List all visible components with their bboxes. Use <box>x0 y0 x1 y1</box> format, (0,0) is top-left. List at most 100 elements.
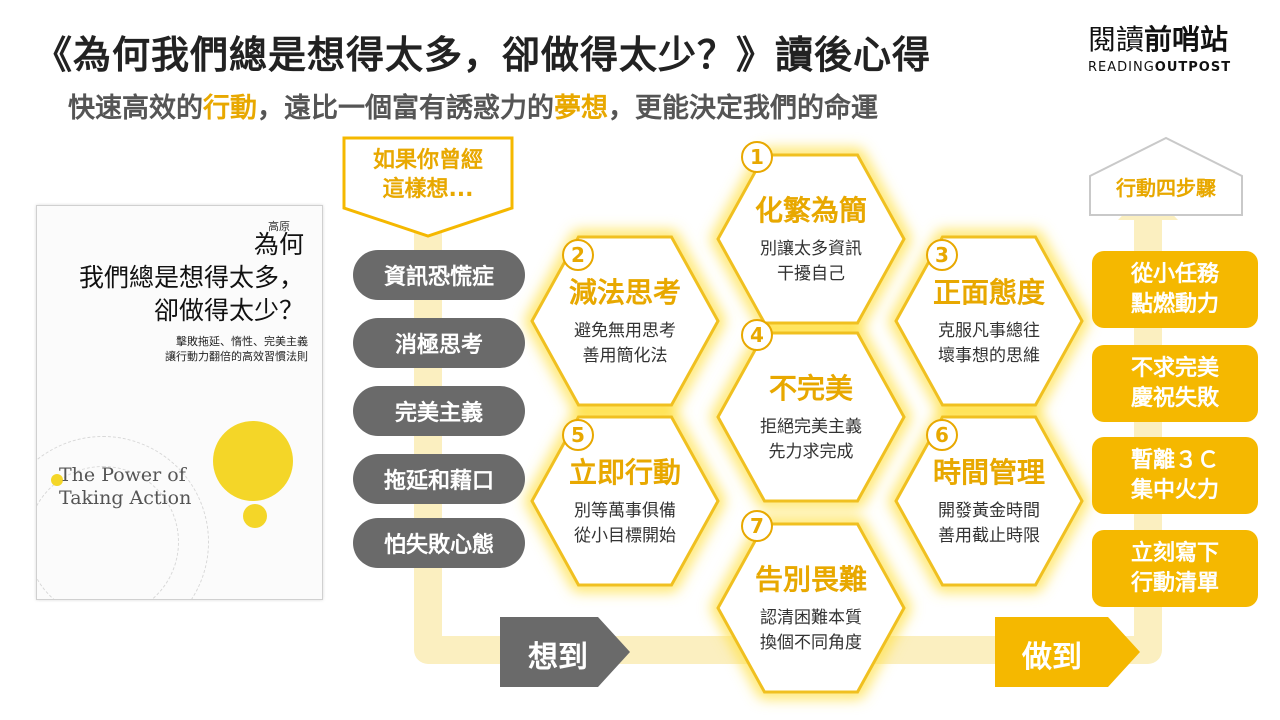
book-subtitle-line-1: 擊敗拖延、惰性、完美主義 <box>176 335 308 348</box>
logo-text-outpost: 前哨站 <box>1144 23 1229 56</box>
action-box-2: 不求完美慶祝失敗 <box>1092 345 1258 422</box>
left-callout-line-1: 如果你曾經 <box>372 148 483 173</box>
step-3-description: 克服凡事總往壞事想的思維 <box>899 319 1079 369</box>
left-callout-label: 如果你曾經 這樣想... <box>344 146 512 204</box>
cover-circle-small <box>243 504 267 528</box>
cover-ring-decoration-inner <box>37 466 179 599</box>
subtitle-part-3: ，遠比一個富有誘惑力的 <box>257 93 554 124</box>
step-3-label: 正面態度克服凡事總往壞事想的思維 <box>899 271 1079 369</box>
step-5-hexagon <box>530 415 720 587</box>
action-4-line-1: 立刻寫下 <box>1130 540 1219 566</box>
thought-pill-3: 完美主義 <box>353 386 525 436</box>
step-5-title: 立即行動 <box>568 456 681 489</box>
step-3-hexagon <box>894 235 1084 407</box>
book-cover: 高原 為何 我們總是想得太多， 卻做得太少？ 擊敗拖延、惰性、完美主義 讓行動力… <box>36 205 323 600</box>
step-7-title: 告別畏難 <box>754 563 867 596</box>
step-3-title: 正面態度 <box>932 276 1045 309</box>
thought-pill-2: 消極思考 <box>353 318 525 368</box>
logo-text-outpost-en: OUTPOST <box>1154 60 1232 75</box>
step-7-description-line-2: 換個不同角度 <box>760 633 862 653</box>
step-6-description-line-1: 開發黃金時間 <box>938 501 1040 521</box>
cover-dot-small <box>51 474 63 486</box>
left-callout-line-2: 這樣想... <box>382 177 474 202</box>
step-2-description: 避免無用思考善用簡化法 <box>535 319 715 369</box>
step-7-description: 認清困難本質換個不同角度 <box>721 606 901 656</box>
step-4-title: 不完美 <box>768 372 853 405</box>
action-box-4: 立刻寫下行動清單 <box>1092 530 1258 607</box>
book-english-line-1: The Power of <box>59 464 186 486</box>
step-1-description-line-1: 別讓太多資訊 <box>760 239 862 259</box>
book-english-line-2: Taking Action <box>59 487 192 509</box>
action-1-line-1: 從小任務 <box>1130 261 1219 287</box>
book-english-title: The Power of Taking Action <box>59 464 191 510</box>
logo-chinese: 閱讀前哨站 <box>1088 18 1263 58</box>
subtitle-highlight-action: 行動 <box>203 93 257 124</box>
page-subtitle: 快速高效的行動，遠比一個富有誘惑力的夢想，更能決定我們的命運 <box>68 86 878 125</box>
step-2-title: 減法思考 <box>568 276 681 309</box>
action-3-line-1: 暫離３Ｃ <box>1130 447 1219 473</box>
action-3-line-2: 集中火力 <box>1130 477 1219 503</box>
step-1-title: 化繁為簡 <box>754 194 867 227</box>
page-title: 《為何我們總是想得太多，卻做得太少？》讀後心得 <box>34 33 932 77</box>
think-arrow-shape <box>500 617 630 687</box>
step-4-label: 不完美拒絕完美主義先力求完成 <box>721 367 901 465</box>
step-6-hexagon <box>894 415 1084 587</box>
do-arrow-shape <box>995 617 1140 687</box>
subtitle-part-5: ，更能決定我們的命運 <box>608 93 878 124</box>
thought-pill-1: 資訊恐慌症 <box>353 250 525 300</box>
step-6-number-badge: 6 <box>926 419 958 451</box>
step-3-description-line-2: 壞事想的思維 <box>938 346 1040 366</box>
step-4-description-line-1: 拒絕完美主義 <box>760 417 862 437</box>
step-5-description-line-1: 別等萬事俱備 <box>574 501 676 521</box>
logo-text-reading: READING <box>1088 60 1155 75</box>
step-7-number-badge: 7 <box>741 510 773 542</box>
step-1-description-line-2: 干擾自己 <box>777 264 845 284</box>
logo-text-read: 閱讀 <box>1088 23 1145 56</box>
step-3-description-line-1: 克服凡事總往 <box>938 321 1040 341</box>
brand-logo: 閱讀前哨站 READINGOUTPOST <box>1088 18 1263 75</box>
right-callout-shape <box>1089 136 1243 216</box>
step-2-description-line-2: 善用簡化法 <box>582 346 668 366</box>
book-author: 高原 <box>268 220 290 233</box>
step-1-description: 別讓太多資訊干擾自己 <box>721 237 901 287</box>
step-2-number-badge: 2 <box>562 239 594 271</box>
step-4-description: 拒絕完美主義先力求完成 <box>721 415 901 465</box>
think-arrow-label: 想到 <box>528 640 588 675</box>
step-6-title: 時間管理 <box>932 456 1045 489</box>
book-title-line-2: 我們總是想得太多， <box>78 263 304 292</box>
action-2-line-1: 不求完美 <box>1130 355 1219 381</box>
action-box-3: 暫離３Ｃ 集中火力 <box>1092 437 1258 514</box>
step-2-label: 減法思考避免無用思考善用簡化法 <box>535 271 715 369</box>
logo-english: READINGOUTPOST <box>1088 60 1263 75</box>
subtitle-part-1: 快速高效的 <box>68 93 203 124</box>
step-7-label: 告別畏難認清困難本質換個不同角度 <box>721 558 901 656</box>
step-3-number-badge: 3 <box>926 239 958 271</box>
cover-circle-large <box>213 421 293 501</box>
step-6-label: 時間管理開發黃金時間善用截止時限 <box>899 451 1079 549</box>
step-1-label: 化繁為簡別讓太多資訊干擾自己 <box>721 189 901 287</box>
action-2-line-2: 慶祝失敗 <box>1130 385 1219 411</box>
do-arrow-label: 做到 <box>1022 640 1082 675</box>
book-title: 為何 我們總是想得太多， 卻做得太少？ <box>79 228 304 327</box>
step-4-number-badge: 4 <box>741 319 773 351</box>
right-callout-label: 行動四步驟 <box>1116 176 1216 200</box>
step-2-description-line-1: 避免無用思考 <box>574 321 676 341</box>
step-5-description-line-2: 從小目標開始 <box>574 526 676 546</box>
action-box-1: 從小任務點燃動力 <box>1092 251 1258 328</box>
step-2-hexagon <box>530 235 720 407</box>
step-7-description-line-1: 認清困難本質 <box>760 608 862 628</box>
action-1-line-2: 點燃動力 <box>1130 291 1219 317</box>
book-subtitle-line-2: 讓行動力翻倍的高效習慣法則 <box>165 350 308 363</box>
left-callout-shape <box>342 136 514 238</box>
book-subtitle: 擊敗拖延、惰性、完美主義 讓行動力翻倍的高效習慣法則 <box>165 334 308 364</box>
step-6-description: 開發黃金時間善用截止時限 <box>899 499 1079 549</box>
step-5-description: 別等萬事俱備從小目標開始 <box>535 499 715 549</box>
step-1-number-badge: 1 <box>741 141 773 173</box>
step-6-description-line-2: 善用截止時限 <box>938 526 1040 546</box>
subtitle-highlight-dream: 夢想 <box>554 93 608 124</box>
step-4-description-line-2: 先力求完成 <box>768 442 854 462</box>
step-5-number-badge: 5 <box>562 419 594 451</box>
action-4-line-2: 行動清單 <box>1130 570 1219 596</box>
book-title-line-1: 為何 <box>253 230 304 259</box>
step-5-label: 立即行動別等萬事俱備從小目標開始 <box>535 451 715 549</box>
